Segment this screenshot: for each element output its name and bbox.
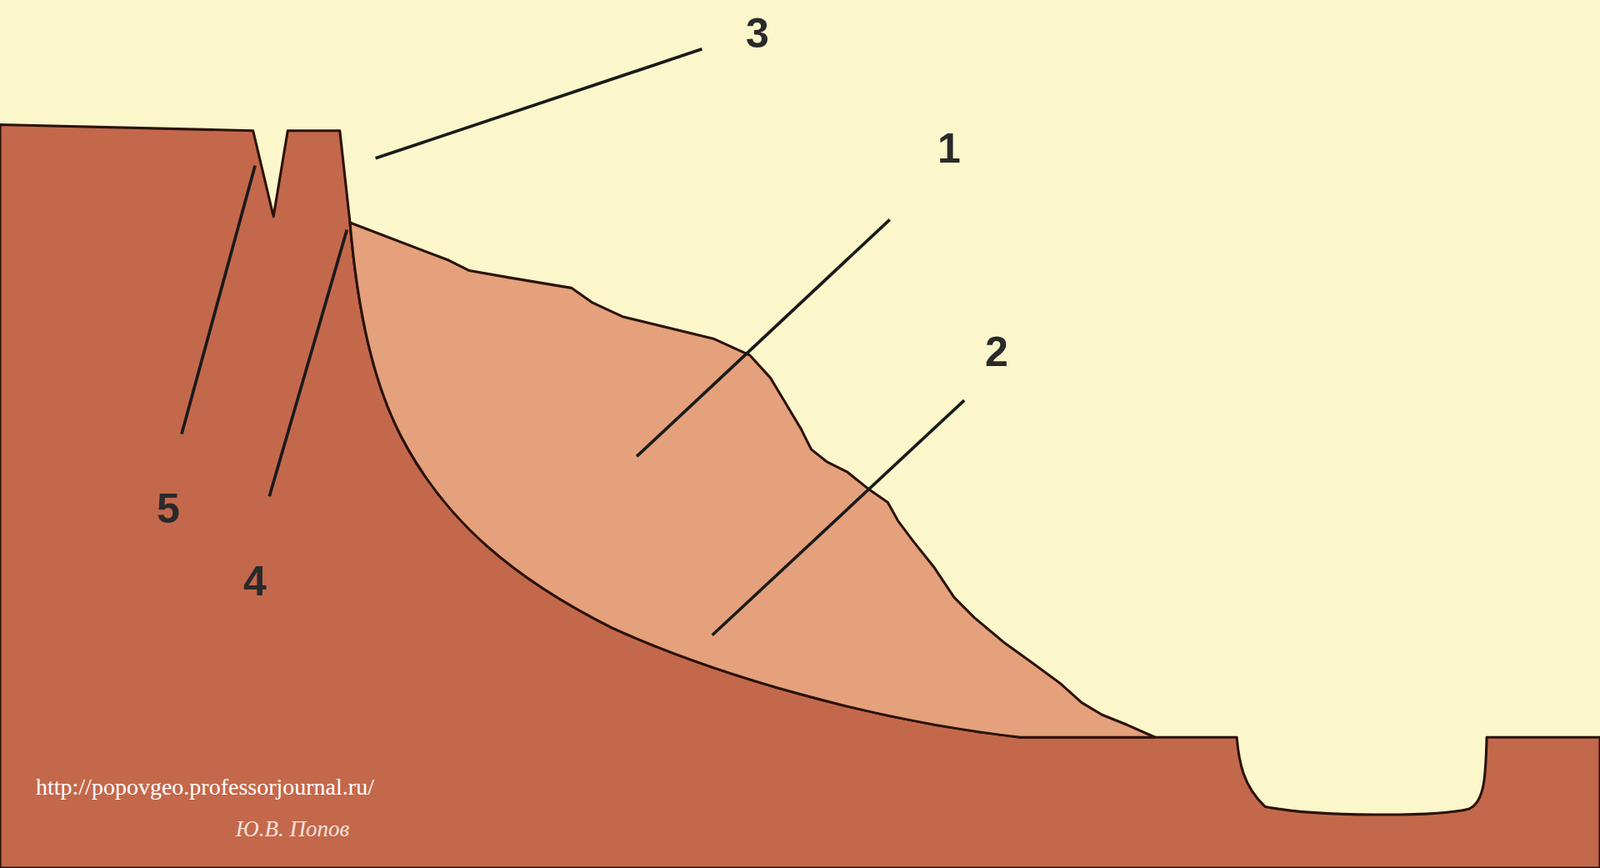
landslide-body [350,222,1155,737]
author-watermark: Ю.В. Попов [235,817,350,840]
leader-lines [181,49,965,635]
callout-number: 3 [745,12,770,55]
bedrock [0,124,1600,868]
leader-line [636,219,890,456]
leader-line [269,230,347,497]
callout-number: 4 [243,560,267,602]
callout-number: 2 [985,330,1009,373]
leader-line [181,165,255,434]
leader-line [375,49,703,159]
callout-number: 1 [937,127,961,170]
callout-number: 5 [156,487,180,530]
watermark-url: http://popovgeo.professorjournal.ru/ [35,775,375,799]
leader-line [712,400,965,635]
